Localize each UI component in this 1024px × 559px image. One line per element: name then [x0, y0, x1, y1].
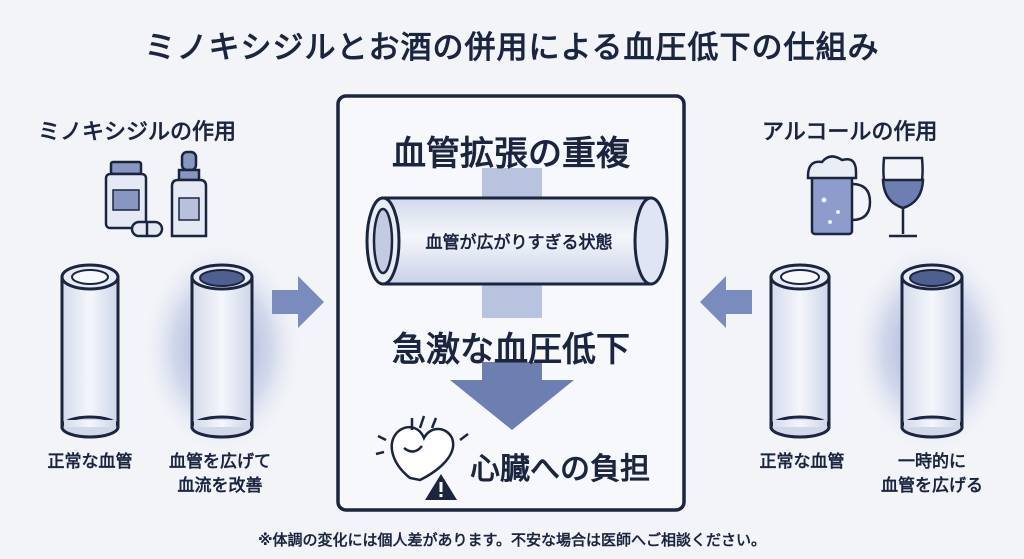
page-title: ミノキシジルとお酒の併用による血圧低下の仕組み: [144, 30, 880, 66]
right-pointing-arrow-icon: [272, 276, 324, 328]
wine-glass-icon: [881, 156, 925, 238]
left-pointing-arrow-icon: [700, 276, 752, 328]
heart-icon: [375, 415, 469, 482]
left-dilated-caption: 血管を広げて 血流を改善: [169, 452, 271, 496]
left-dilated-vessel: [190, 263, 254, 439]
minoxidil-effect-heading: ミノキシジルの作用: [38, 120, 237, 145]
right-normal-vessel: [769, 263, 831, 439]
left-normal-vessel: [60, 263, 120, 439]
right-dilated-vessel: [900, 263, 964, 439]
capsule-icon: [130, 220, 164, 238]
down-arrow-shaft: [450, 168, 574, 430]
dropper-bottle-icon: [170, 150, 208, 238]
over-dilated-label: 血管が広がりすぎる状態: [425, 233, 613, 253]
left-normal-caption: 正常な血管: [47, 452, 133, 472]
right-dilated-caption: 一時的に 血管を広げる: [881, 452, 983, 496]
blood-pressure-drop-label: 急激な血圧低下: [392, 330, 630, 370]
heart-burden-label: 心臓への負担: [470, 452, 650, 487]
disclaimer-note: ※体調の変化には個人差があります。不安な場合は医師へご相談ください。: [257, 531, 767, 549]
alcohol-effect-heading: アルコールの作用: [762, 120, 938, 145]
overlap-heading: 血管拡張の重複: [392, 134, 630, 174]
medicine-bottle-icon: [104, 160, 148, 230]
wide-vessel-tube: [365, 196, 669, 286]
right-normal-caption: 正常な血管: [759, 452, 845, 472]
beer-mug-icon: [806, 155, 872, 236]
warning-icon: [425, 474, 457, 500]
